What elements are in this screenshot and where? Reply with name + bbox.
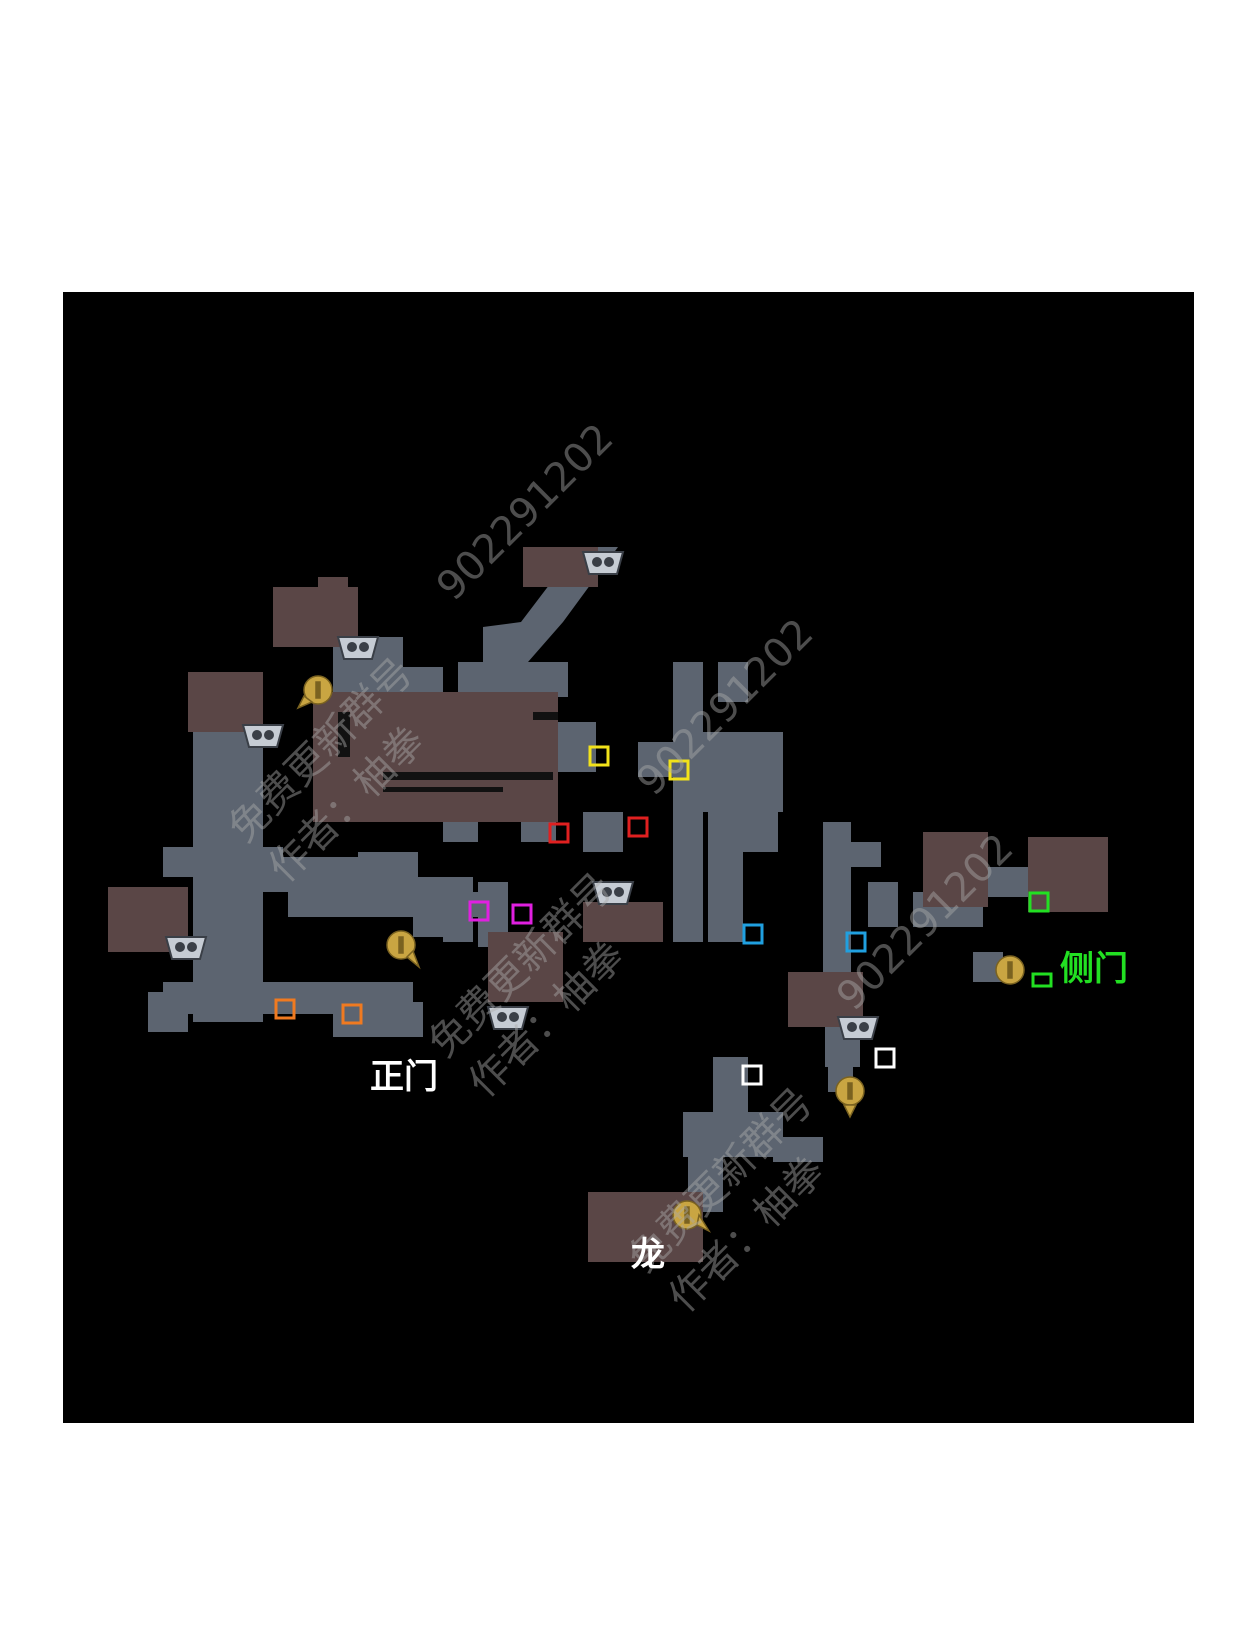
gold-location-pin-icon bbox=[386, 930, 421, 970]
label-main-gate: 正门 bbox=[370, 1057, 438, 1097]
map-panel: 902291202 免费更新群号 作者：柚拳 902291202 免费更新群号 … bbox=[63, 292, 1194, 1423]
marker-white bbox=[741, 1064, 763, 1086]
big-room-details bbox=[338, 712, 558, 792]
marker-red bbox=[627, 816, 649, 838]
marker-yellow bbox=[668, 759, 690, 781]
marker-yellow bbox=[588, 745, 610, 767]
marker-white bbox=[874, 1047, 896, 1069]
skull-chest-icon bbox=[241, 724, 285, 748]
skull-chest-icon bbox=[164, 936, 208, 960]
room-tiles bbox=[108, 547, 1108, 1262]
marker-magenta bbox=[468, 900, 490, 922]
marker-blue bbox=[845, 931, 867, 953]
dungeon-map bbox=[108, 547, 1108, 1262]
gold-location-pin-icon bbox=[835, 1076, 865, 1119]
gold-location-pin-icon bbox=[672, 1200, 712, 1233]
skull-chest-icon bbox=[336, 636, 380, 660]
loot-markers bbox=[274, 745, 1053, 1086]
marker-green bbox=[1028, 891, 1050, 913]
label-dragon: 龙 bbox=[631, 1235, 665, 1275]
gold-location-pin-icon bbox=[995, 955, 1025, 985]
marker-magenta bbox=[511, 903, 533, 925]
gold-location-pin-icon bbox=[296, 675, 333, 710]
label-side-gate: 侧门 bbox=[1060, 949, 1128, 989]
skull-chest-icons bbox=[164, 551, 880, 1040]
skull-chest-icon bbox=[836, 1016, 880, 1040]
gold-pin-icons bbox=[296, 675, 1025, 1233]
marker-orange bbox=[274, 998, 296, 1020]
marker-red bbox=[548, 822, 570, 844]
skull-chest-icon bbox=[486, 1006, 530, 1030]
marker-blue bbox=[742, 923, 764, 945]
skull-chest-icon bbox=[591, 881, 635, 905]
marker-orange bbox=[341, 1003, 363, 1025]
marker-green bbox=[1031, 972, 1053, 988]
skull-chest-icon bbox=[581, 551, 625, 575]
